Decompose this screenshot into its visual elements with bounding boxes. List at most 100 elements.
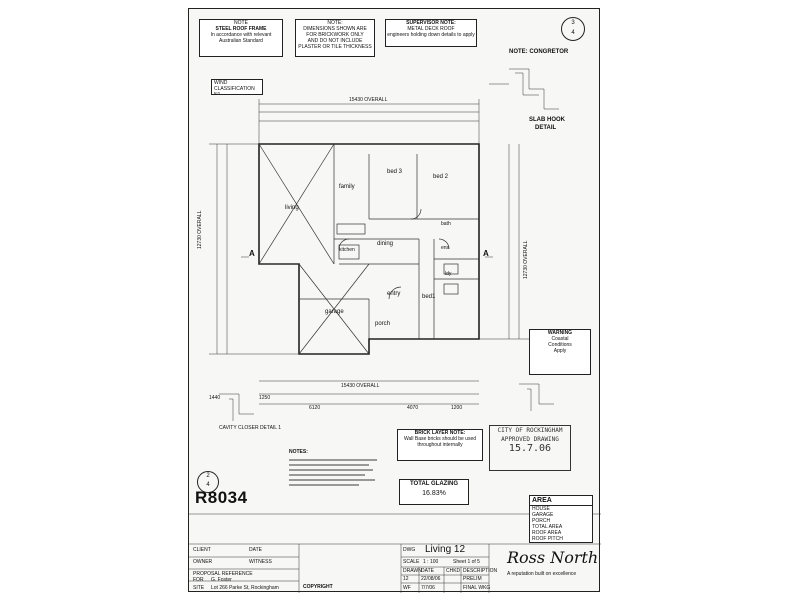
section-mark-left: A [249,249,255,258]
area-roof-pitch: ROOF PITCH [532,536,563,542]
room-entry: entry [387,291,401,297]
wind-classification-label: WIND CLASSIFICATION [214,80,255,92]
warning-line2: Conditions [548,342,572,348]
overall-left-dimension: 12730 OVERALL [197,210,203,249]
corner-number-top: 2 [206,473,210,479]
revision-1-date: 22/08/06 [421,576,441,582]
area-garage: GARAGE [532,512,554,518]
room-garage: garage [325,309,344,315]
warning-line1: Coastal [551,336,569,342]
dimensions-note-title: NOTE: [327,20,343,26]
area-title: AREA [530,496,592,506]
description-column: DESCRIPTION [463,568,498,574]
steel-roof-note-line2: In accordance with relevant [210,32,272,38]
logo-tagline: A reputation built on excellence [507,571,577,577]
dimensions-note-line2: FOR BRICKWORK ONLY [306,32,364,38]
warning-title: WARNING [547,330,573,336]
corner-number-bottom: 4 [206,482,210,488]
overall-bottom-dimension: 15430 OVERALL [341,383,380,389]
warning-line3: Apply [553,348,567,354]
steel-roof-note: NOTE STEEL ROOF FRAME In accordance with… [199,19,283,57]
room-kitchen: kitchen [339,247,355,253]
dim-6120: 6120 [309,405,321,411]
brick-layer-line2: throughout internally [417,442,463,448]
stamp-line2: APPROVED DRAWING [501,436,559,443]
notes-heading: NOTES: [289,449,308,455]
steel-roof-note-title: NOTE [234,20,248,26]
room-living: living [285,205,299,211]
room-bed1: bed1 [422,294,436,300]
copyright-label: COPYRIGHT [303,584,333,590]
date-column: DATE [421,568,434,574]
proposal-reference-label: PROPOSAL REFERENCE [193,571,253,577]
stamp-date: 15.7.06 [508,443,552,454]
overall-top-dimension: 15430 OVERALL [349,97,388,103]
brick-layer-title: BRICK LAYER NOTE: [414,430,466,436]
dim-4070: 4070 [407,405,419,411]
dim-1440: 1440 [209,395,221,401]
owner-label: OWNER [193,559,213,565]
notes-body [289,456,379,489]
date-label: DATE [249,547,262,553]
coastal-warning-box: WARNING Coastal Conditions Apply [529,329,591,375]
dimensions-note: NOTE: DIMENSIONS SHOWN ARE FOR BRICKWORK… [295,19,375,57]
floor-plan-linework [189,68,601,593]
sheet-number-top: 3 [571,20,575,26]
room-dining: dining [377,241,394,247]
area-box: AREA HOUSE GARAGE PORCH TOTAL AREA ROOF … [529,495,593,543]
dim-1200: 1200 [451,405,463,411]
scale-label: SCALE [403,559,420,565]
room-bath: bath [441,221,451,227]
corner-number-circle: 2 4 [197,471,219,493]
wind-classification: WIND CLASSIFICATION N1 [211,79,263,95]
witness-label: WITNESS [249,559,272,565]
revision-2-description: FINAL WKG [463,585,491,591]
room-ldy: ldy [445,271,452,277]
site-value: Lot 266 Parke St, Rockingham [211,585,279,591]
steel-roof-note-line3: Australian Standard [219,38,263,44]
supervisor-note-line1: METAL DECK ROOF [407,26,455,32]
council-approval-stamp: CITY OF ROCKINGHAM APPROVED DRAWING 15.7… [489,425,571,471]
supervisor-note-title: SUPERVISOR NOTE: [406,20,456,26]
ross-north-logo: Ross North [507,548,599,567]
revision-2-date: 7/7/06 [421,585,435,591]
overall-right-dimension: 12730 OVERALL [523,240,529,279]
steel-roof-note-line1: STEEL ROOF FRAME [215,26,267,32]
room-family: family [339,184,355,190]
slab-hook-title: SLAB HOOK [529,117,565,123]
dimensions-note-line4: PLASTER OR TILE THICKNESS [298,44,372,50]
total-glazing-value: 16.83% [422,490,446,497]
for-value: G. Foster [211,577,232,583]
area-porch: PORCH [532,518,551,524]
total-glazing-box: TOTAL GLAZING 16.83% [399,479,469,505]
revision-1-description: PRELIM [463,576,482,582]
congretor-note: NOTE: CONGRETOR [509,49,569,55]
cavity-closer-detail-label: CAVITY CLOSER DETAIL 1 [219,425,282,431]
wind-classification-value: N1 [214,92,221,95]
room-ens: ens [441,245,450,251]
stamp-line1: CITY OF ROCKINGHAM [497,427,563,434]
for-label: FOR [193,577,204,583]
revision-2-drawn: WF [403,585,411,591]
sheet-label: Sheet 1 of 5 [453,559,480,565]
drawing-sheet: NOTE STEEL ROOF FRAME In accordance with… [188,8,601,593]
area-roof: ROOF AREA [532,530,562,536]
brick-layer-line1: Wall Base bricks should be used [403,436,477,442]
scale-value: 1 : 100 [423,559,439,565]
drawn-column: DRAWN [403,568,422,574]
sheet-number-bottom: 4 [571,30,575,36]
sheet-number-circle: 3 4 [561,17,585,41]
room-bed3: bed 3 [387,169,403,175]
revision-1-drawn: 12 [403,576,409,582]
slab-hook-detail: DETAIL [535,125,557,131]
dwg-label: DWG [403,547,416,553]
area-total: TOTAL AREA [532,524,563,530]
total-glazing-label: TOTAL GLAZING [410,481,458,487]
supervisor-note-line2: engineers holding down details to apply [387,32,475,38]
site-label: SITE [193,585,205,591]
job-number: R8034 [195,488,248,507]
supervisor-note: SUPERVISOR NOTE: METAL DECK ROOF enginee… [385,19,477,47]
checked-column: CHKD [446,568,461,574]
dwg-value: Living 12 [425,544,466,555]
room-bed2: bed 2 [433,174,449,180]
